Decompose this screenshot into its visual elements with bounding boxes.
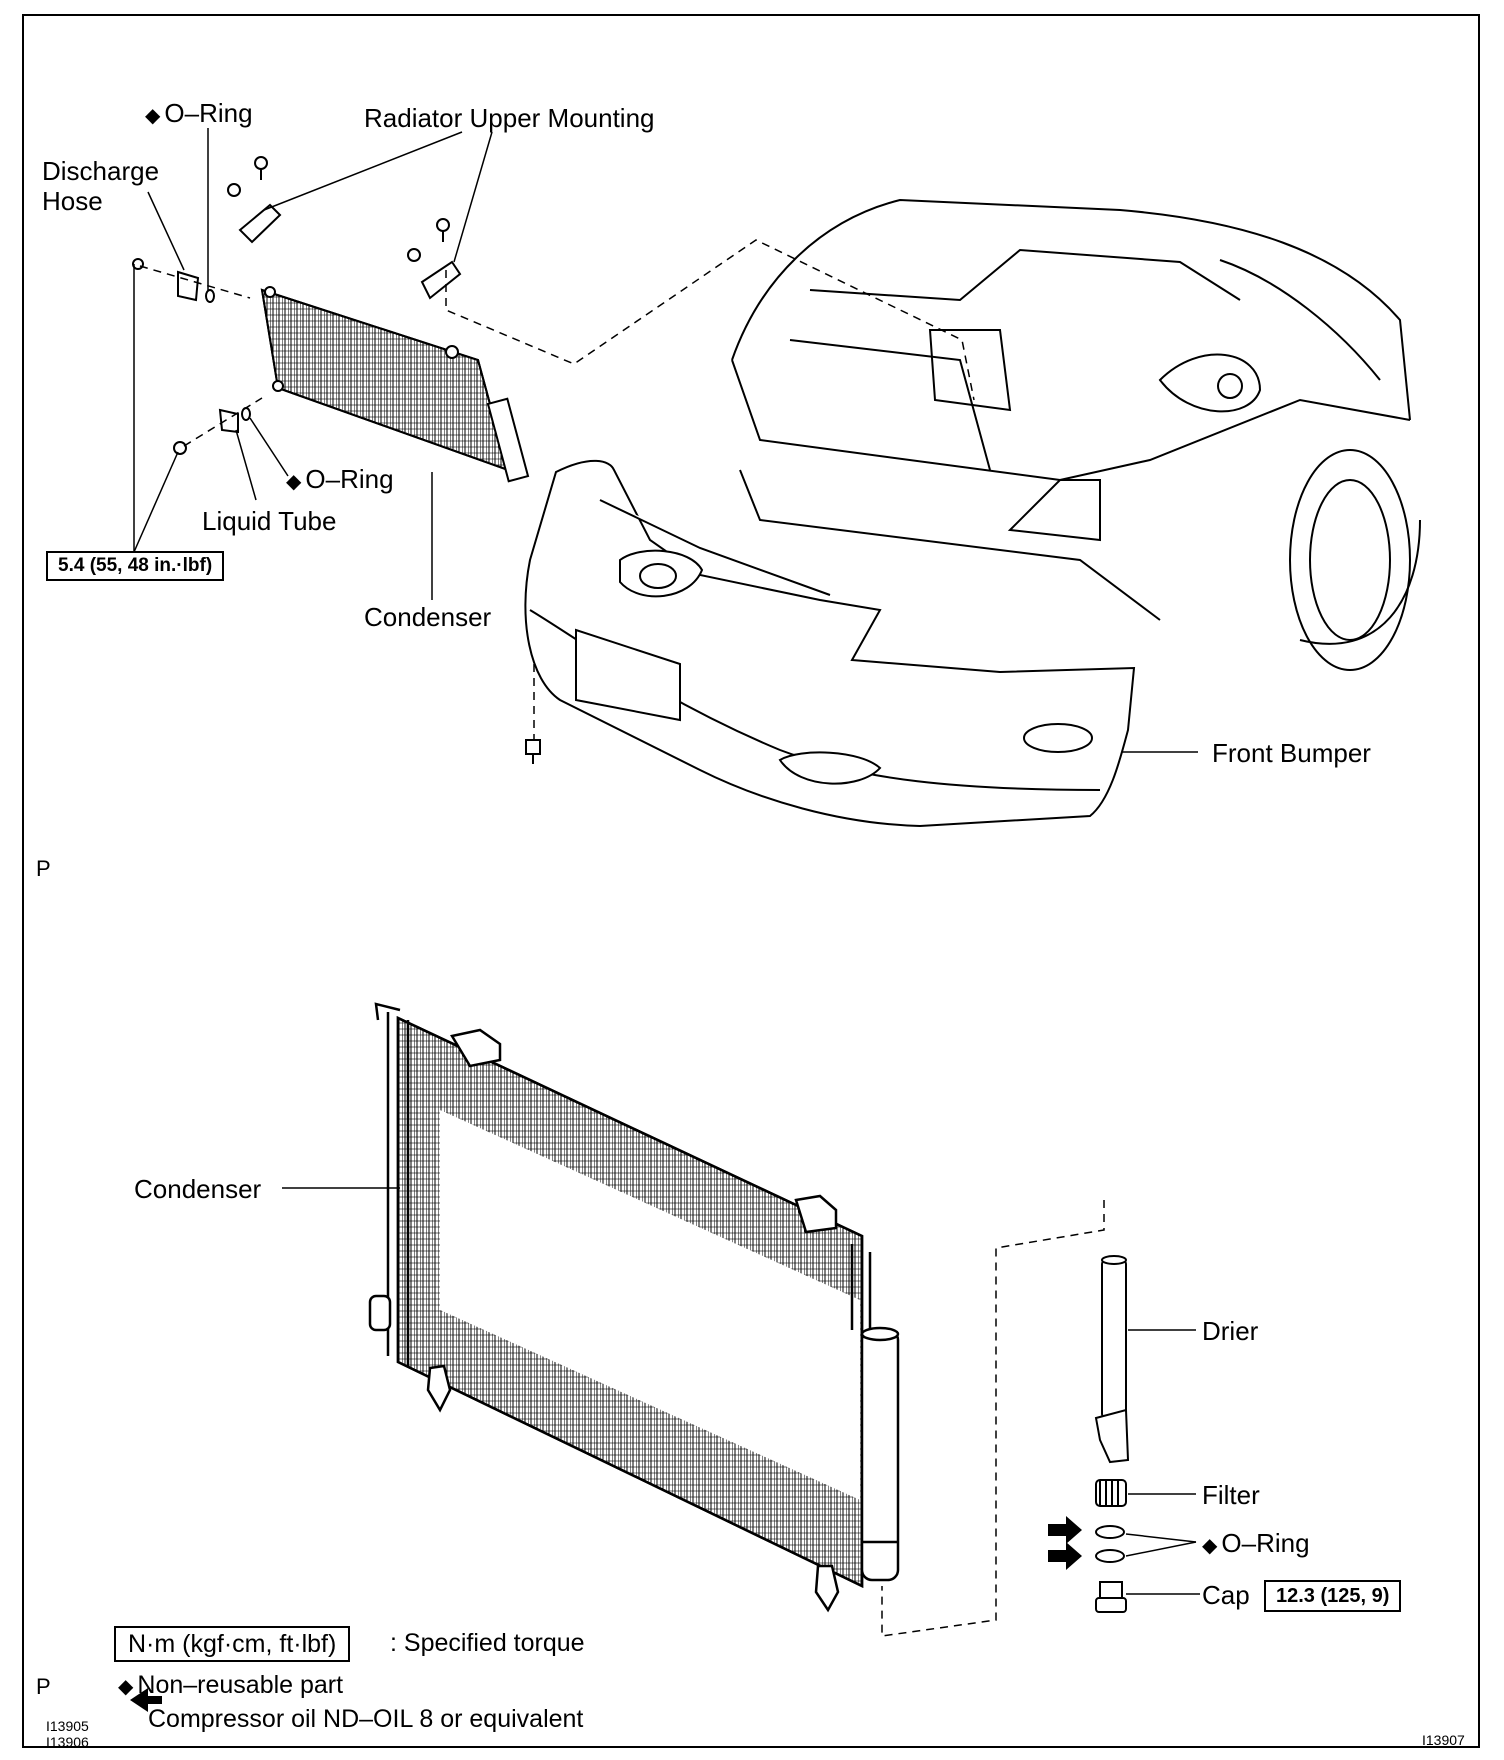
legend-compressor-oil: Compressor oil ND–OIL 8 or equivalent (148, 1705, 584, 1733)
label-drier: Drier (1202, 1316, 1259, 1346)
drier-assembly-drawing (1094, 1255, 1130, 1613)
condenser-bottom-drawing (368, 1002, 900, 1613)
leader-lines-top (133, 128, 1198, 753)
front-bumper-drawing (524, 459, 1136, 828)
oil-arrows-drawing (130, 1516, 1082, 1712)
label-liquid-tube: Liquid Tube (202, 506, 337, 536)
label-discharge-hose-line2: Hose (42, 186, 103, 216)
dashed-guides-bottom (881, 1200, 1105, 1637)
label-condenser-bottom: Condenser (134, 1174, 262, 1204)
legend-nonreusable: ◆Non–reusable part (118, 1670, 343, 1702)
label-radiator-upper-mounting: Radiator Upper Mounting (364, 103, 655, 133)
legend-torque-unit-box: N·m (kgf·cm, ft·lbf) (114, 1626, 351, 1662)
mounting-hardware-top (132, 156, 462, 455)
label-condenser-top: Condenser (364, 602, 492, 632)
label-front-bumper: Front Bumper (1212, 738, 1371, 768)
diamond-icon: ◆ (145, 105, 161, 127)
diamond-icon: ◆ (1202, 1535, 1218, 1557)
vehicle-front-drawing (731, 198, 1421, 671)
condenser-top-drawing (260, 286, 530, 483)
diagram-frame (22, 14, 1480, 1748)
page-marker-p-top: P (36, 856, 51, 881)
label-oring-top-text: O–Ring (164, 98, 253, 128)
label-cap: Cap (1202, 1580, 1250, 1610)
page-marker-p-bottom: P (36, 1674, 51, 1699)
legend-nonreusable-text: Non–reusable part (137, 1671, 344, 1699)
torque-box-condenser: 5.4 (55, 48 in.·lbf) (46, 551, 225, 581)
diamond-icon: ◆ (286, 471, 302, 493)
torque-box-cap: 12.3 (125, 9) (1264, 1580, 1402, 1612)
label-oring-bottom-text: O–Ring (1221, 1528, 1310, 1558)
leader-lines-bottom (282, 1187, 1200, 1595)
diamond-icon: ◆ (118, 1676, 134, 1698)
figure-code-3: I13907 (1422, 1732, 1465, 1748)
figure-code-1: I13905 (46, 1718, 89, 1734)
legend-torque-desc: : Specified torque (390, 1629, 585, 1657)
label-oring-bottom: ◆O–Ring (1202, 1528, 1310, 1561)
figure-code-2: I13906 (46, 1734, 89, 1750)
dashed-guides-top (139, 239, 975, 744)
label-oring-mid-text: O–Ring (305, 464, 394, 494)
label-filter: Filter (1202, 1480, 1260, 1510)
label-oring-mid: ◆O–Ring (286, 464, 394, 497)
label-discharge-hose-line1: Discharge (42, 156, 160, 186)
label-oring-top: ◆O–Ring (145, 98, 253, 131)
